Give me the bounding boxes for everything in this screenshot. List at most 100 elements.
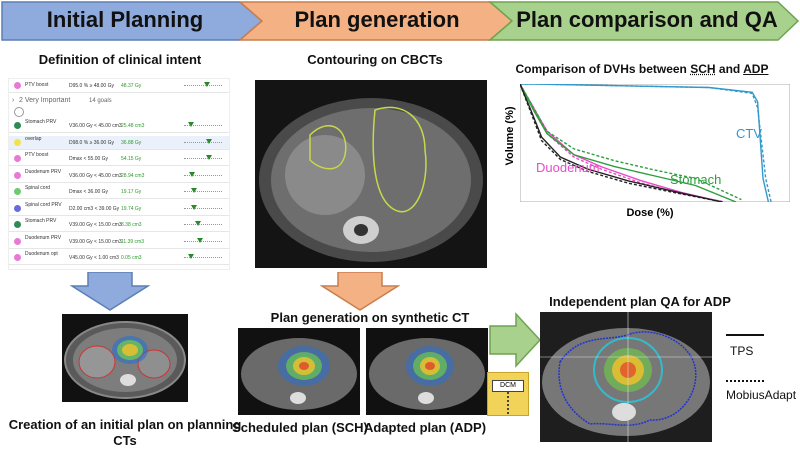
dcm-file-icon: DCM [487,372,529,416]
cbct-drawing [255,80,487,268]
dcm-label: DCM [492,380,524,392]
down-arrow-initial [70,272,150,311]
dvh-series-stomach-adp [520,84,737,202]
dcm-spine [507,392,509,414]
dvh-chart: CTV Duodenum Stomach [520,84,790,202]
legend-tps-line [726,334,764,336]
goal-criterion: V36.00 Gy < 45.00 cm3 [69,172,122,179]
goal-marker-icon [191,188,198,193]
goal-circle-icon [14,82,21,89]
goal-value: 36.88 Gy [121,139,142,146]
goal-name: Stomach PRV [25,119,57,125]
header-arrows [1,1,800,41]
initial-plan-caption: Creation of an initial plan on planning … [8,417,242,448]
goal-value: 25.48 cm3 [121,123,145,129]
dvh-title-prefix: Comparison of DVHs between [515,62,691,76]
synthetic-ct-title: Plan generation on synthetic CT [270,310,470,325]
goal-bar [184,141,222,143]
goal-bar [184,85,222,86]
goal-circle-icon [14,122,21,129]
dvh-series-other-sch [520,84,723,202]
initial-plan-ct-drawing [62,314,188,402]
goal-criterion: D98.0 % ≥ 36.00 Gy [69,139,114,146]
goal-name: Duodenum opt [25,251,58,257]
group-settings-icon[interactable] [14,107,24,117]
goal-bar [184,207,222,209]
goal-value: 48.37 Gy [121,83,142,89]
goal-marker-icon [189,171,196,177]
goal-name: Duodenum PRV [25,234,62,241]
goal-circle-icon [14,155,21,162]
legend-mobius-line [726,380,764,382]
sch-plan-image [238,328,360,415]
goal-value: 54.15 Gy [121,156,142,162]
sch-plan-drawing [238,328,360,415]
goal-marker-icon [196,237,203,243]
header-arrow-comparison [487,1,800,41]
goal-value: 28.94 cm3 [121,172,145,179]
clinical-goals-table: PTV boost D95.0 % ≥ 48.00 Gy 48.37 Gy › … [8,78,230,270]
goal-circle-icon [14,221,21,228]
goal-name: Duodenum PRV [25,168,62,175]
dvh-series-ctv-sch [520,84,772,202]
goal-group-header[interactable]: › 2 Very Important 14 goals [9,95,229,113]
initial-plan-ct-image [62,314,188,402]
goal-marker-icon [205,155,212,160]
goal-group-label: 2 Very Important [19,97,71,104]
right-arrow-qa [489,312,542,368]
goal-name: Stomach PRV [25,218,57,224]
goal-bar [184,158,222,159]
goal-bar [184,224,222,225]
goal-circle-icon [14,188,21,195]
dvh-series-ctv-adp [520,84,770,202]
goal-value: 19.74 Gy [121,205,142,212]
adp-plan-drawing [366,328,488,415]
dvh-series-stomach-sch [520,84,742,201]
cbct-image [255,80,487,268]
goal-marker-icon [205,138,212,144]
dvh-series-duodenum-sch [520,84,726,202]
goal-criterion: V36.00 Gy < 45.00 cm3 [69,123,122,129]
dvh-series-other-adp [520,84,723,202]
goal-circle-icon [14,254,21,261]
chevron-down-icon[interactable]: › [12,97,15,104]
series-label-stomach: Stomach [670,172,721,187]
goal-criterion: Dmax < 36.00 Gy [69,189,109,195]
goal-criterion: Dmax < 55.00 Gy [69,156,109,162]
series-label-ctv: CTV [736,126,762,141]
adp-plan-image [366,328,488,415]
goal-marker-icon [187,254,194,259]
dvh-title-and: and [715,62,744,76]
goal-circle-icon [14,138,21,146]
goal-bar [184,191,222,192]
qa-title: Independent plan QA for ADP [549,294,731,309]
clinical-intent-title: Definition of clinical intent [38,52,202,67]
goal-value: 0.05 cm3 [121,255,142,261]
qa-plan-drawing [540,312,712,442]
goal-name: Spinal cord PRV [25,201,62,208]
goal-name: overlap [25,135,42,142]
header-initial-planning: Initial Planning [46,7,204,32]
goal-value: 8.38 cm3 [121,222,142,228]
header-plan-generation: Plan generation [294,7,460,32]
goal-marker-icon [204,82,210,87]
goal-name: Spinal cord [25,185,51,191]
dvh-title-adp: ADP [743,62,769,76]
goal-name: PTV boost [25,82,49,88]
dvh-x-label: Dose (%) [626,207,674,219]
adp-caption: Adapted plan (ADP) [363,420,487,435]
goal-row-top: PTV boost D95.0 % ≥ 48.00 Gy 48.37 Gy [9,79,229,93]
goal-name: PTV boost [25,152,49,158]
goal-bar [184,125,222,126]
legend-tps-label: TPS [730,344,754,358]
goal-circle-icon [14,237,21,245]
